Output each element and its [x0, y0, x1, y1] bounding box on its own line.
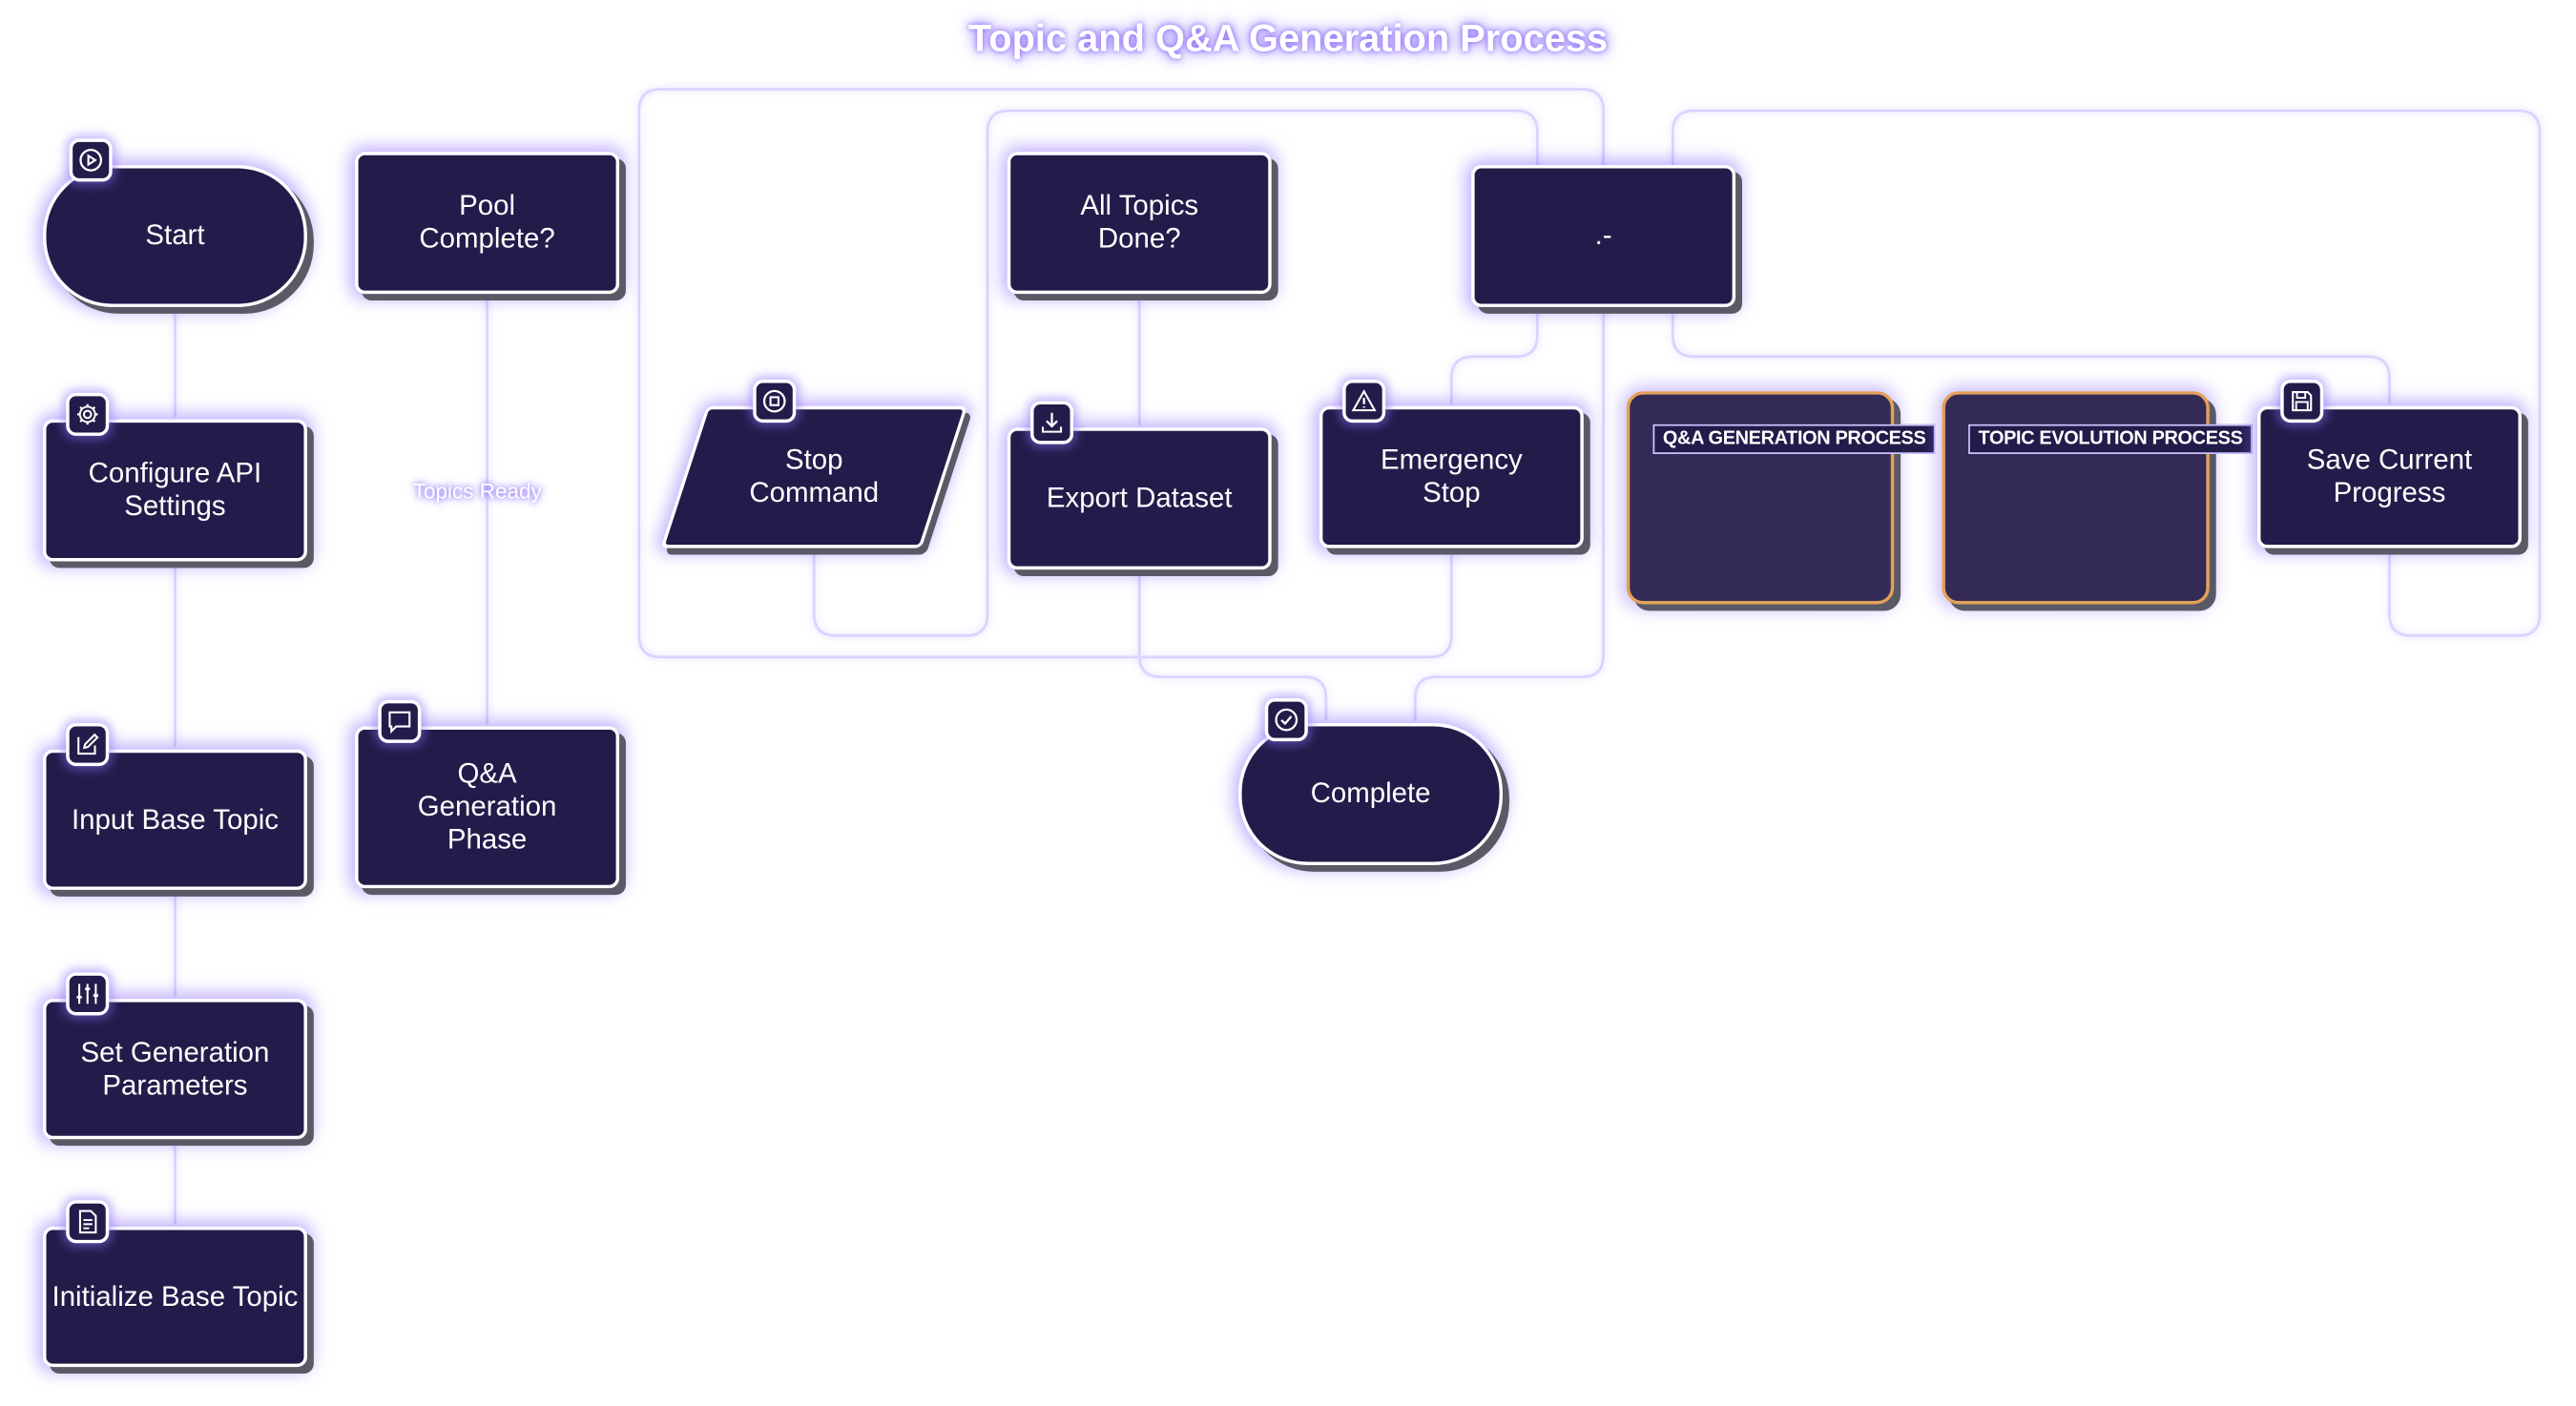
start-label: Start — [145, 219, 205, 252]
qa-generation-process-label: Q&A GENERATION PROCESS — [1652, 424, 1936, 454]
gear-icon — [66, 392, 110, 436]
export-dataset-label: Export Dataset — [1046, 482, 1233, 514]
start-node[interactable]: Start — [43, 165, 307, 307]
stop-icon — [753, 380, 797, 424]
emergency-stop-label: Emergency Stop — [1380, 444, 1523, 509]
save-current-progress-label: Save Current Progress — [2306, 444, 2473, 509]
qa-generation-process-group[interactable] — [1626, 391, 1895, 605]
export-dataset-node[interactable]: Export Dataset — [1007, 427, 1272, 570]
set-generation-parameters-node[interactable]: Set Generation Parameters — [43, 999, 307, 1140]
qa-generation-phase-node[interactable]: Q&A Generation Phase — [355, 726, 620, 889]
emergency-stop-node[interactable]: Emergency Stop — [1319, 405, 1584, 548]
input-base-topic-label: Input Base Topic — [71, 803, 279, 835]
configure-api-label: Configure API Settings — [88, 457, 262, 522]
save-icon — [2280, 380, 2324, 424]
edge-decision-to-save-top — [1671, 306, 2398, 408]
check-circle-icon — [1264, 698, 1308, 742]
sliders-icon — [66, 972, 110, 1016]
diagram-title: Topic and Q&A Generation Process — [967, 16, 1609, 60]
all-topics-done-label: All Topics Done? — [1080, 190, 1199, 255]
download-icon — [1030, 401, 1074, 445]
complete-node[interactable]: Complete — [1238, 723, 1504, 865]
initialize-base-topic-node[interactable]: Initialize Base Topic — [43, 1226, 307, 1368]
stop-command-node[interactable]: Stop Command — [660, 405, 968, 548]
edit-icon — [66, 723, 110, 767]
edge-export-to-complete — [1137, 569, 1334, 725]
set-generation-parameters-label: Set Generation Parameters — [80, 1036, 270, 1101]
configure-api-node[interactable]: Configure API Settings — [43, 419, 307, 562]
edge-stop-loop — [812, 109, 1539, 637]
complete-label: Complete — [1310, 777, 1431, 810]
all-topics-done-decision[interactable]: All Topics Done? — [1007, 152, 1272, 295]
unnamed-decision-node[interactable]: .- — [1471, 165, 1736, 307]
topic-evolution-process-label: TOPIC EVOLUTION PROCESS — [1968, 424, 2253, 454]
edge-outer-loop — [637, 88, 1605, 659]
unnamed-decision-label: .- — [1594, 219, 1612, 252]
pool-complete-decision[interactable]: Pool Complete? — [355, 152, 620, 295]
chat-icon — [378, 699, 422, 743]
play-icon — [69, 138, 113, 182]
warning-icon — [1342, 380, 1386, 424]
stop-command-label: Stop Command — [749, 444, 880, 509]
topic-evolution-process-group[interactable] — [1942, 391, 2210, 605]
edge-decision-to-emergency — [1444, 306, 1539, 408]
edge-decision-to-save — [1671, 109, 2542, 637]
initialize-base-topic-label: Initialize Base Topic — [52, 1280, 299, 1313]
edge-decision-to-complete — [1407, 306, 1605, 725]
save-current-progress-node[interactable]: Save Current Progress — [2257, 405, 2522, 548]
pool-complete-label: Pool Complete? — [419, 190, 555, 255]
input-base-topic-node[interactable]: Input Base Topic — [43, 749, 307, 890]
qa-generation-phase-label: Q&A Generation Phase — [417, 757, 557, 856]
topics-ready-label: Topics Ready — [412, 478, 542, 504]
document-icon — [66, 1200, 110, 1244]
